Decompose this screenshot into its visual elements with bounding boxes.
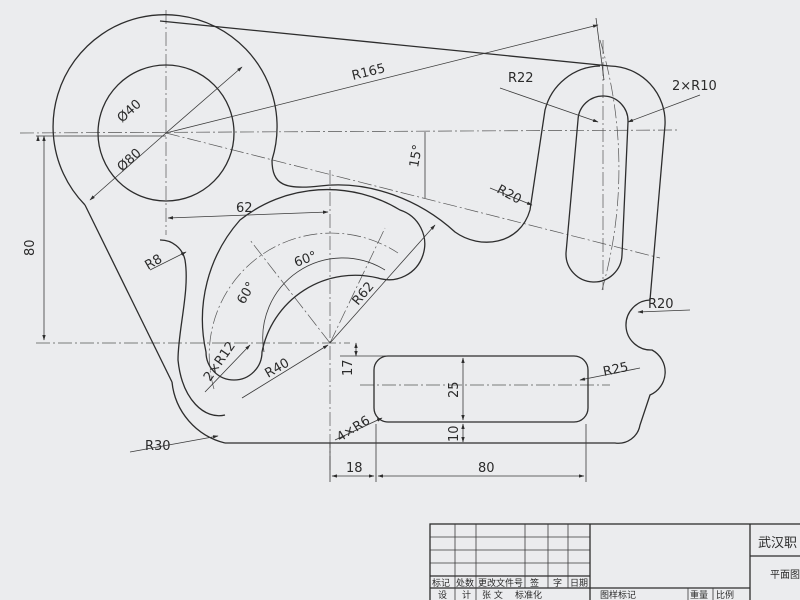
title-block: 标记 处数 更改文件号 签 字 日期 设 计 张 文 标准化 图样标记 重量 比… — [429, 523, 800, 600]
rect-slot — [373, 355, 589, 423]
tb-count: 处数 — [456, 577, 474, 589]
dimension-lines — [36, 17, 701, 482]
dim-80-vertical: 80 — [23, 239, 38, 256]
tb-change-doc: 更改文件号 — [478, 577, 523, 589]
tb-drawing-mark: 图样标记 — [600, 589, 636, 600]
tb-mark: 标记 — [432, 577, 450, 589]
dim-10: 10 — [447, 425, 462, 442]
arc-slot — [201, 188, 426, 381]
dim-r8: R8 — [143, 252, 165, 274]
dim-2xr10: 2×R10 — [672, 79, 717, 94]
tb-sign: 签 — [530, 577, 539, 589]
part-outline — [52, 14, 666, 444]
tb-designer: 张 文 — [482, 589, 503, 600]
dim-17: 17 — [341, 359, 356, 376]
center-lines — [19, 10, 681, 470]
tb-scale: 比例 — [716, 589, 734, 600]
tb-standard: 标准化 — [515, 589, 542, 600]
tb-design-2: 计 — [462, 589, 471, 600]
tb-school: 武汉职 — [758, 536, 797, 551]
dim-60deg-top: 60° — [292, 249, 319, 271]
dim-15deg: 15° — [407, 143, 426, 168]
dim-r25: R25 — [602, 360, 630, 380]
dim-r20-right: R20 — [648, 297, 674, 312]
right-slot — [565, 95, 629, 283]
dim-62: 62 — [236, 201, 253, 216]
tb-date: 日期 — [570, 578, 588, 589]
dim-18: 18 — [346, 461, 363, 476]
tb-char: 字 — [553, 577, 562, 589]
tb-drawing-name: 平面图 — [770, 569, 800, 581]
tb-design-1: 设 — [438, 590, 447, 600]
dim-80-horizontal: 80 — [478, 461, 495, 476]
dim-25: 25 — [447, 381, 462, 398]
circles — [97, 64, 235, 202]
hole-d40 — [97, 64, 235, 202]
dim-r22: R22 — [508, 71, 534, 86]
tb-weight: 重量 — [690, 589, 708, 600]
dim-r30: R30 — [145, 439, 171, 454]
